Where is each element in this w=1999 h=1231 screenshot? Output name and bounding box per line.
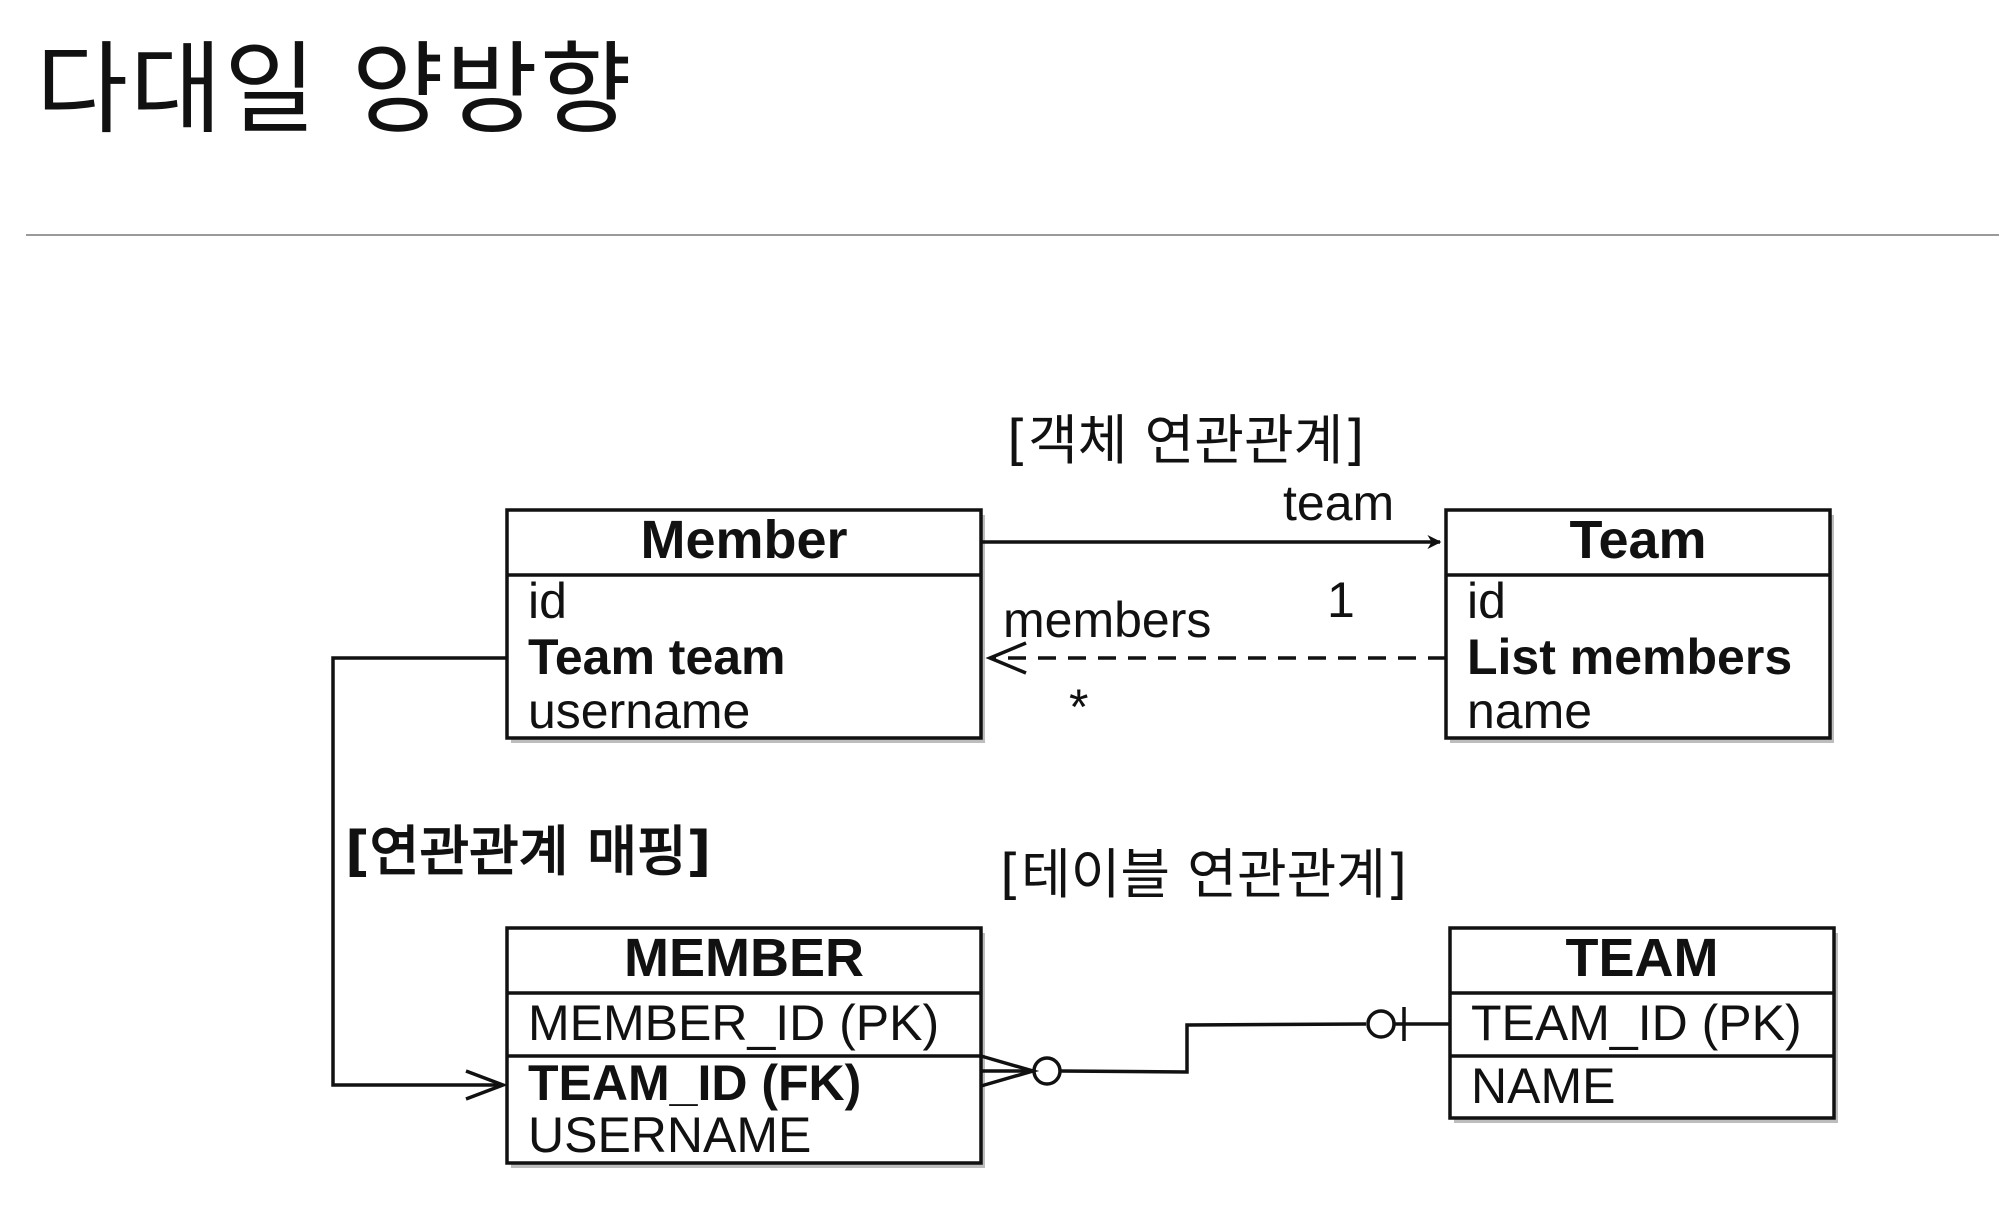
team-field-name: name [1467, 683, 1592, 739]
member-table-pk: MEMBER_ID (PK) [528, 995, 939, 1051]
team-table-name: NAME [1471, 1058, 1615, 1114]
team-table-title: TEAM [1566, 928, 1719, 988]
team-reference-label: team [1283, 475, 1394, 531]
member-object-title: Member [640, 510, 847, 570]
team-object-entity: Team id List members name [1444, 508, 1834, 743]
member-field-team: Team team [528, 629, 786, 685]
page-title: 다대일 양방향 [36, 31, 634, 148]
mapping-arrowhead [465, 1069, 508, 1101]
object-relation-label: [객체 연관관계] [1007, 409, 1364, 472]
member-field-username: username [528, 683, 750, 739]
table-relation-label: [테이블 연관관계] [1000, 843, 1407, 906]
mapping-connector [331, 656, 507, 1087]
team-table-entity: TEAM TEAM_ID (PK) NAME [1448, 926, 1838, 1123]
team-field-id: id [1467, 573, 1506, 629]
member-object-entity: Member id Team team username [505, 508, 985, 743]
members-reference-label: members [1003, 592, 1211, 648]
mapping-label: [연관관계 매핑] [345, 820, 711, 883]
crows-foot-relationship [980, 1007, 1450, 1088]
one-multiplicity: 1 [1327, 572, 1355, 628]
member-table-title: MEMBER [624, 928, 864, 988]
team-object-title: Team [1569, 510, 1706, 570]
team-table-pk: TEAM_ID (PK) [1471, 995, 1802, 1051]
team-field-members: List members [1467, 629, 1792, 685]
member-field-id: id [528, 573, 567, 629]
member-table-username: USERNAME [528, 1107, 811, 1163]
member-table-entity: MEMBER MEMBER_ID (PK) TEAM_ID (FK) USERN… [505, 926, 985, 1168]
member-table-fk: TEAM_ID (FK) [528, 1055, 861, 1111]
members-arrowhead [985, 641, 1027, 675]
many-multiplicity: * [1069, 679, 1088, 735]
title-divider [26, 234, 1999, 236]
